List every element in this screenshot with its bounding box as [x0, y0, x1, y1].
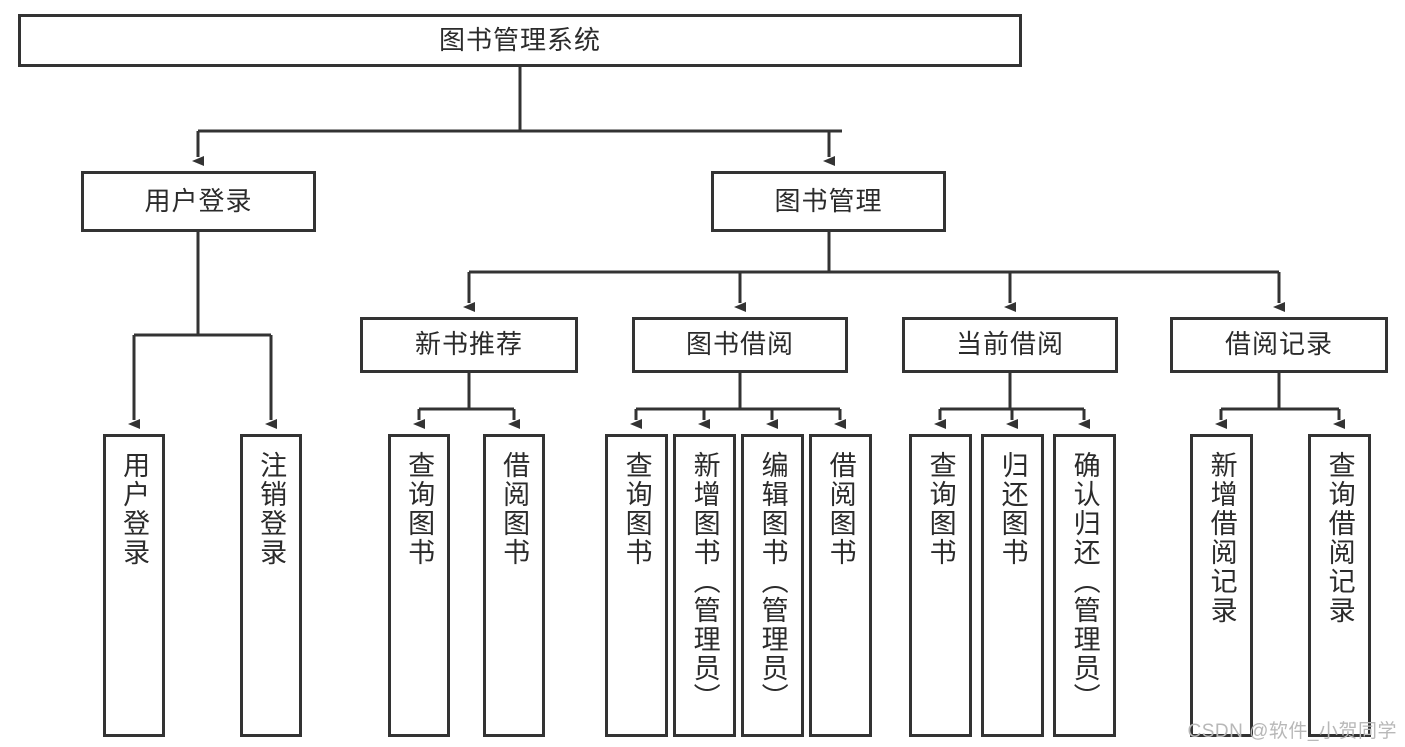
- leaf-node[interactable]: 借阅图书: [483, 434, 545, 737]
- leaf-node-label: 归还图书: [997, 451, 1028, 567]
- leaf-node-label: 编辑图书（管理员）: [757, 451, 788, 712]
- node-borrow-record-label: 借阅记录: [1224, 329, 1333, 360]
- leaf-node-label: 查询图书: [404, 451, 435, 567]
- leaf-node-label: 注销登录: [256, 451, 287, 567]
- node-user-login-label: 用户登录: [144, 185, 253, 216]
- node-book-borrow-label: 图书借阅: [685, 329, 794, 360]
- leaf-node-label: 新增借阅记录: [1206, 451, 1237, 625]
- leaf-node[interactable]: 新增借阅记录: [1190, 434, 1253, 737]
- leaf-node-label: 新增图书（管理员）: [689, 451, 720, 712]
- node-root-label: 图书管理系统: [438, 24, 601, 55]
- leaf-node-label: 确认归还（管理员）: [1069, 451, 1100, 712]
- node-book-management[interactable]: 图书管理: [711, 171, 946, 232]
- node-user-login[interactable]: 用户登录: [81, 171, 316, 232]
- node-new-book-recommend-label: 新书推荐: [414, 329, 523, 360]
- leaf-node-label: 查询借阅记录: [1324, 451, 1355, 625]
- node-current-borrow[interactable]: 当前借阅: [902, 317, 1118, 373]
- node-book-management-label: 图书管理: [774, 185, 883, 216]
- leaf-node[interactable]: 确认归还（管理员）: [1053, 434, 1116, 737]
- leaf-node[interactable]: 用户登录: [103, 434, 165, 737]
- leaf-node[interactable]: 查询借阅记录: [1308, 434, 1371, 737]
- node-current-borrow-label: 当前借阅: [955, 329, 1064, 360]
- leaf-node-label: 用户登录: [119, 451, 150, 567]
- leaf-node[interactable]: 归还图书: [981, 434, 1044, 737]
- leaf-node-label: 借阅图书: [499, 451, 530, 567]
- leaf-node-label: 查询图书: [925, 451, 956, 567]
- leaf-node[interactable]: 查询图书: [605, 434, 668, 737]
- watermark-text: CSDN @软件_小贺同学: [1187, 721, 1397, 742]
- leaf-node[interactable]: 借阅图书: [809, 434, 872, 737]
- node-borrow-record[interactable]: 借阅记录: [1170, 317, 1388, 373]
- leaf-node[interactable]: 查询图书: [909, 434, 972, 737]
- leaf-node[interactable]: 编辑图书（管理员）: [741, 434, 804, 737]
- leaf-node-label: 借阅图书: [825, 451, 856, 567]
- leaf-node[interactable]: 注销登录: [240, 434, 302, 737]
- leaf-node[interactable]: 查询图书: [388, 434, 450, 737]
- leaf-node-label: 查询图书: [621, 451, 652, 567]
- node-root[interactable]: 图书管理系统: [18, 14, 1022, 67]
- leaf-node[interactable]: 新增图书（管理员）: [673, 434, 736, 737]
- node-book-borrow[interactable]: 图书借阅: [632, 317, 848, 373]
- node-new-book-recommend[interactable]: 新书推荐: [360, 317, 578, 373]
